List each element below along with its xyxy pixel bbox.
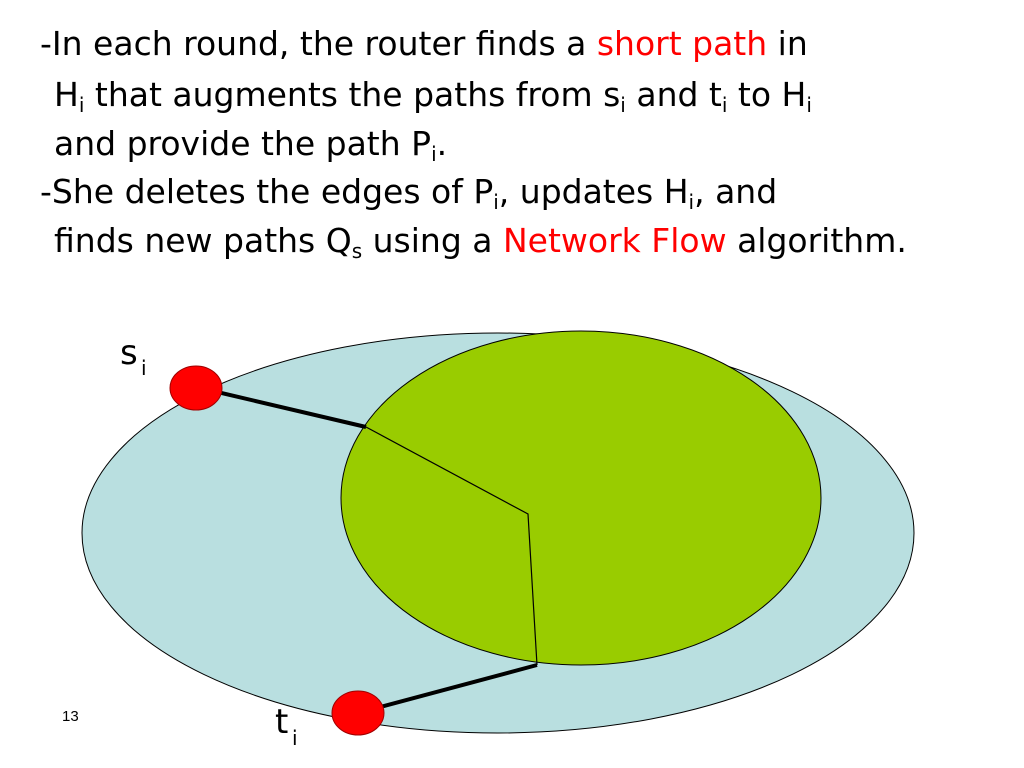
line-3-p-sub: i (431, 142, 437, 166)
line-5-text-c: algorithm. (726, 221, 907, 260)
line-2-h: H (54, 75, 79, 114)
text-line-2: Hi that augments the paths from si and t… (54, 75, 812, 115)
line-4-h-sub: i (688, 190, 695, 214)
edge-boundary-to-t (357, 663, 538, 715)
line-2-text-b: and t (625, 75, 722, 114)
line-5-text-b: using a (362, 221, 503, 260)
inner-region-green (340, 330, 822, 666)
target-label: t (275, 702, 288, 742)
line-4-p-sub: i (493, 190, 499, 214)
text-line-5: finds new paths Qs using a Network Flow … (54, 221, 907, 261)
target-node (331, 690, 385, 736)
text-line-3: and provide the path Pi. (54, 124, 447, 164)
text-line-1: -In each round, the router finds a short… (40, 24, 808, 64)
source-label-sub: i (141, 356, 147, 380)
line-2-text-a: that augments the paths from s (84, 75, 621, 114)
short-path-highlight: short path (596, 24, 768, 63)
edge-s-to-boundary (195, 385, 367, 429)
line-5-q-sub: s (351, 239, 363, 263)
text-line-4: -She deletes the edges of Pi, updates Hi… (40, 172, 777, 212)
path-through-inner (365, 426, 538, 666)
line-3-text: and provide the path P (54, 124, 432, 163)
network-flow-highlight: Network Flow (502, 221, 727, 260)
line-2-t-sub: i (721, 93, 728, 117)
line-3-end: . (436, 124, 448, 163)
line-2-text-c: to H (727, 75, 807, 114)
source-label: s (120, 333, 138, 373)
line-4-text-a: -She deletes the edges of P (40, 172, 494, 211)
slide-text: -In each round, the router finds a short… (0, 0, 1024, 280)
line-4-text-c: , and (694, 172, 778, 211)
line-5-text-a: finds new paths Q (54, 221, 352, 260)
line-4-text-b: , updates H (498, 172, 689, 211)
line-1-prefix: -In each round, the router finds a (40, 24, 597, 63)
line-2-h2-sub: i (806, 93, 812, 117)
page-number: 13 (62, 708, 79, 725)
source-node (169, 365, 223, 411)
line-1-suffix: in (767, 24, 808, 63)
target-label-sub: i (292, 726, 298, 750)
line-2-h-sub: i (78, 93, 85, 117)
line-2-s-sub: i (620, 93, 626, 117)
